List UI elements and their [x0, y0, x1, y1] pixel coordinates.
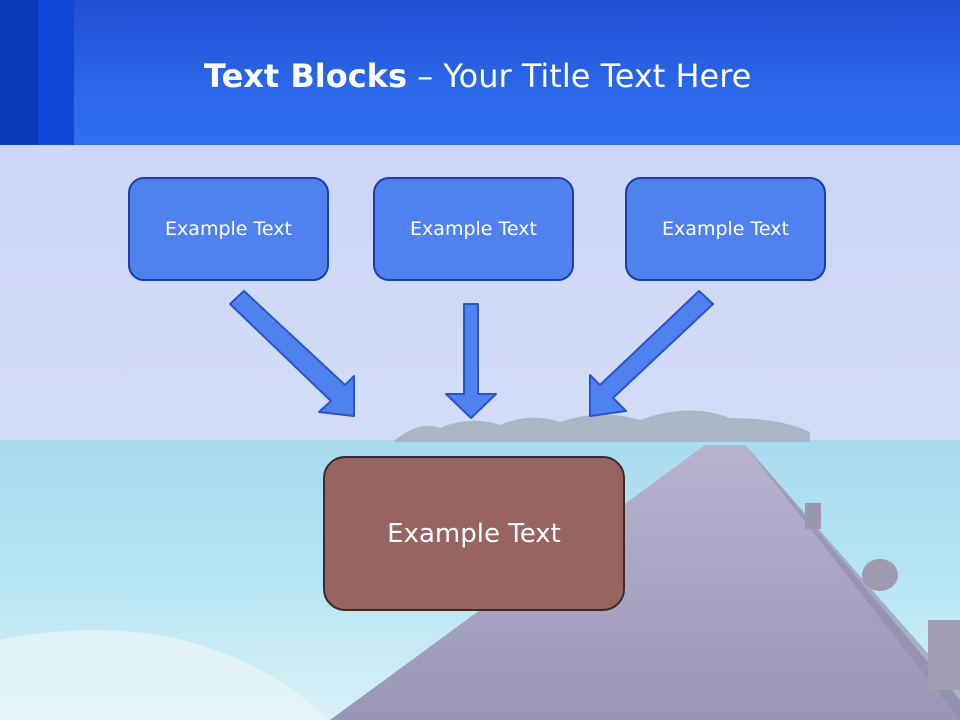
- text-block-label: Example Text: [662, 218, 789, 240]
- text-block-1: Example Text: [128, 177, 329, 281]
- title-rest: Your Title Text Here: [443, 57, 752, 95]
- text-block-label: Example Text: [165, 218, 292, 240]
- arrow-right: [589, 290, 714, 417]
- arrow-left: [229, 290, 355, 417]
- arrow-center: [445, 303, 497, 419]
- title-dash: –: [407, 57, 444, 95]
- result-block-label: Example Text: [387, 518, 561, 549]
- text-block-2: Example Text: [373, 177, 574, 281]
- header-accent-strip: [38, 0, 74, 145]
- title-bar: [0, 0, 960, 145]
- text-block-label: Example Text: [410, 218, 537, 240]
- result-block: Example Text: [323, 456, 625, 611]
- header-accent-strip: [0, 0, 38, 145]
- slide-title: Text Blocks – Your Title Text Here: [204, 52, 751, 100]
- text-block-3: Example Text: [625, 177, 826, 281]
- title-bold: Text Blocks: [204, 57, 407, 95]
